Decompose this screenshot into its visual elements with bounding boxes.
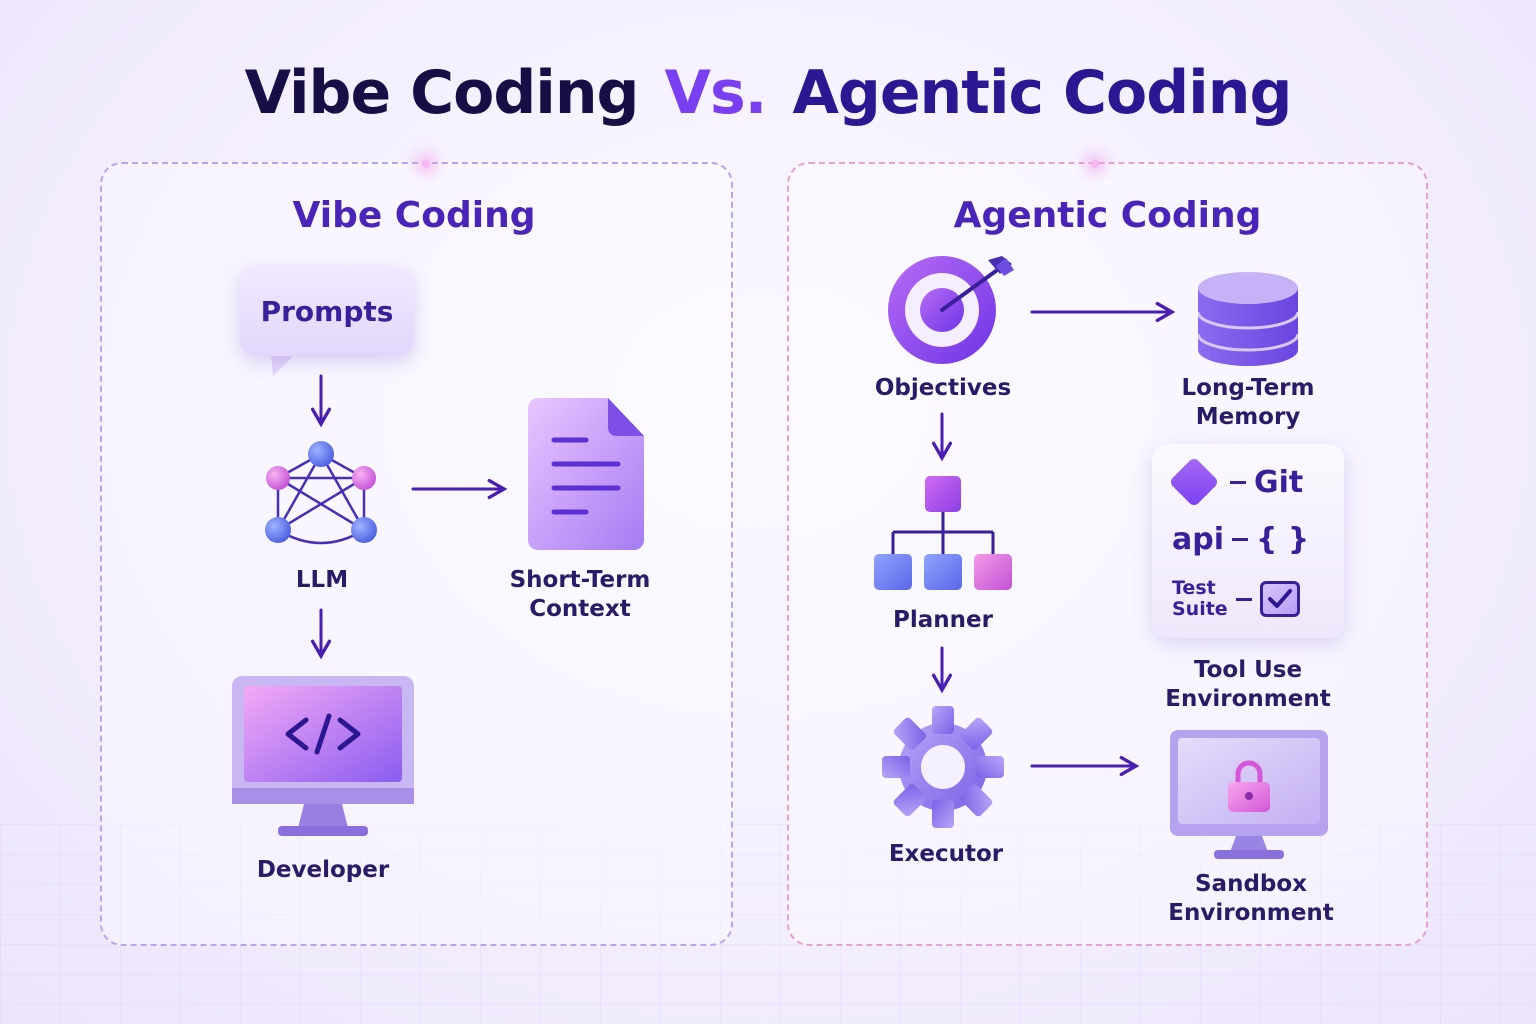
short-term-context-label: Short-Term Context xyxy=(509,567,651,622)
dash xyxy=(1232,538,1249,541)
vibe-coding-heading: Vibe Coding xyxy=(292,195,536,236)
tool-use-environment-label: Tool Use Environment xyxy=(1165,657,1331,712)
title-vs: Vs. xyxy=(664,58,768,128)
dash xyxy=(1230,480,1246,484)
prompts-label: Prompts xyxy=(260,294,394,328)
llm-label: LLM xyxy=(295,567,349,593)
git-icon xyxy=(1168,456,1220,508)
speech-bubble-tail xyxy=(271,354,295,376)
tool-row-api: api { } xyxy=(1172,522,1309,557)
checkmark-icon xyxy=(1268,589,1292,608)
developer-label: Developer xyxy=(256,857,390,883)
planner-label: Planner xyxy=(893,607,993,633)
long-term-memory-label: Long-Term Memory xyxy=(1181,375,1315,430)
braces-label: { } xyxy=(1256,522,1310,557)
prompts-bubble: Prompts xyxy=(240,266,414,356)
document-icon xyxy=(528,398,644,550)
agentic-coding-heading: Agentic Coding xyxy=(953,195,1262,236)
test-suite-label: Test Suite xyxy=(1172,577,1228,620)
sandbox-monitor-icon xyxy=(1170,730,1328,859)
api-label: api xyxy=(1172,522,1225,557)
title-agentic-coding: Agentic Coding xyxy=(792,58,1292,128)
git-label: Git xyxy=(1254,464,1304,500)
planner-hierarchy-icon xyxy=(874,476,1012,590)
tool-row-git: Git xyxy=(1168,456,1304,508)
executor-label: Executor xyxy=(888,841,1004,867)
title-vibe-coding: Vibe Coding xyxy=(244,58,640,128)
developer-monitor-icon xyxy=(232,676,414,836)
tool-row-test-suite: Test Suite xyxy=(1172,578,1300,620)
checkbox-icon xyxy=(1260,581,1300,617)
panel-glow xyxy=(1091,160,1099,168)
objectives-label: Objectives xyxy=(874,375,1012,401)
page-title: Vibe Coding Vs. Agentic Coding xyxy=(0,58,1536,128)
vibe-coding-panel xyxy=(100,160,733,946)
gear-icon xyxy=(882,706,1004,828)
llm-network-icon xyxy=(265,441,377,545)
sandbox-environment-label: Sandbox Environment xyxy=(1168,871,1334,926)
dash xyxy=(1236,597,1252,601)
target-icon xyxy=(888,256,1014,364)
panel-glow xyxy=(422,160,430,168)
database-icon xyxy=(1198,272,1298,366)
